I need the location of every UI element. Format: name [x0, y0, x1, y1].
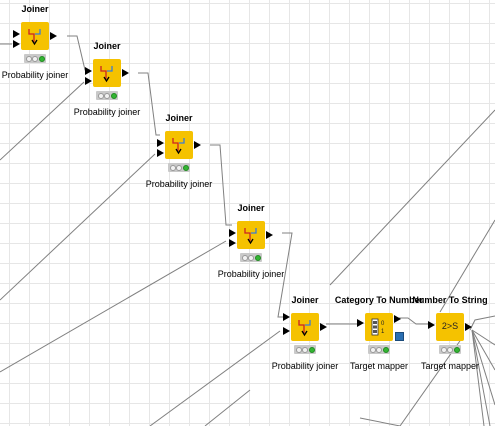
node-label[interactable]: Probability joiner — [145, 179, 213, 189]
svg-text:0: 0 — [381, 321, 385, 327]
node-label[interactable]: Probability joiner — [73, 107, 141, 117]
connection-wire — [471, 329, 495, 346]
joiner-icon — [237, 221, 265, 249]
joiner-node[interactable]: Joiner Probability joiner — [206, 203, 296, 293]
connection-wire — [0, 240, 227, 373]
connection-wire — [471, 329, 495, 371]
connection-wire — [398, 317, 430, 325]
node-name: Joiner — [21, 4, 49, 14]
category-to-number-icon: 0 1 — [365, 313, 393, 341]
connection-wire — [439, 219, 495, 313]
input-port[interactable] — [85, 67, 92, 75]
input-port[interactable] — [428, 321, 435, 329]
input-port[interactable] — [13, 30, 20, 38]
category-to-number-node[interactable]: Category To Number 0 1 Target mapper — [334, 295, 424, 385]
input-port[interactable] — [229, 239, 236, 247]
input-port[interactable] — [13, 40, 20, 48]
svg-text:1: 1 — [381, 329, 385, 335]
connection-wire — [277, 232, 293, 318]
connection-wire — [471, 329, 485, 426]
connection-wire — [359, 417, 401, 426]
status-lights — [96, 91, 118, 100]
node-name: Joiner — [165, 113, 193, 123]
output-port[interactable] — [266, 231, 273, 239]
node-name: Category To Number — [334, 295, 424, 305]
input-port[interactable] — [229, 229, 236, 237]
joiner-node[interactable]: Joiner Probability joiner — [134, 113, 224, 203]
output-port[interactable] — [320, 323, 327, 331]
connection-wire — [0, 81, 85, 161]
connection-wire — [329, 109, 495, 286]
connection-wire — [210, 144, 232, 226]
number-to-string-node[interactable]: Number To String 2>S Target mapper — [405, 295, 495, 385]
input-port[interactable] — [357, 319, 364, 327]
input-port[interactable] — [283, 313, 290, 321]
node-label[interactable]: Target mapper — [420, 361, 480, 371]
node-name: Joiner — [93, 41, 121, 51]
status-lights — [24, 54, 46, 63]
status-lights — [368, 345, 390, 354]
joiner-icon — [93, 59, 121, 87]
input-port[interactable] — [85, 77, 92, 85]
joiner-icon — [165, 131, 193, 159]
output-port[interactable] — [465, 323, 472, 331]
input-port[interactable] — [283, 327, 290, 335]
input-port[interactable] — [157, 149, 164, 157]
status-lights — [240, 253, 262, 262]
icon-text: 2>S — [441, 321, 459, 331]
joiner-node[interactable]: Joiner Probability joiner — [62, 41, 152, 131]
connection-wire — [204, 389, 251, 426]
joiner-node[interactable]: Joiner Probability joiner — [0, 4, 80, 94]
connection-wire — [471, 329, 491, 426]
input-port[interactable] — [157, 139, 164, 147]
joiner-icon — [291, 313, 319, 341]
node-name: Joiner — [291, 295, 319, 305]
model-output-port[interactable] — [395, 332, 404, 341]
connection-wire — [138, 72, 160, 136]
joiner-node[interactable]: Joiner Probability joiner — [260, 295, 350, 385]
node-label[interactable]: Probability joiner — [217, 269, 285, 279]
output-port[interactable] — [50, 32, 57, 40]
output-port[interactable] — [122, 69, 129, 77]
output-port[interactable] — [394, 315, 401, 323]
node-name: Joiner — [237, 203, 265, 213]
connection-wire — [0, 153, 156, 301]
joiner-icon — [21, 22, 49, 50]
node-label[interactable]: Probability joiner — [1, 70, 69, 80]
status-lights — [294, 345, 316, 354]
node-label[interactable]: Probability joiner — [271, 361, 339, 371]
connection-wire — [471, 329, 495, 406]
node-label[interactable]: Target mapper — [349, 361, 409, 371]
node-name: Number To String — [412, 295, 488, 305]
status-lights — [168, 163, 190, 172]
output-port[interactable] — [194, 141, 201, 149]
number-to-string-icon: 2>S — [436, 313, 464, 341]
connection-wire — [149, 330, 281, 426]
status-lights — [439, 345, 461, 354]
